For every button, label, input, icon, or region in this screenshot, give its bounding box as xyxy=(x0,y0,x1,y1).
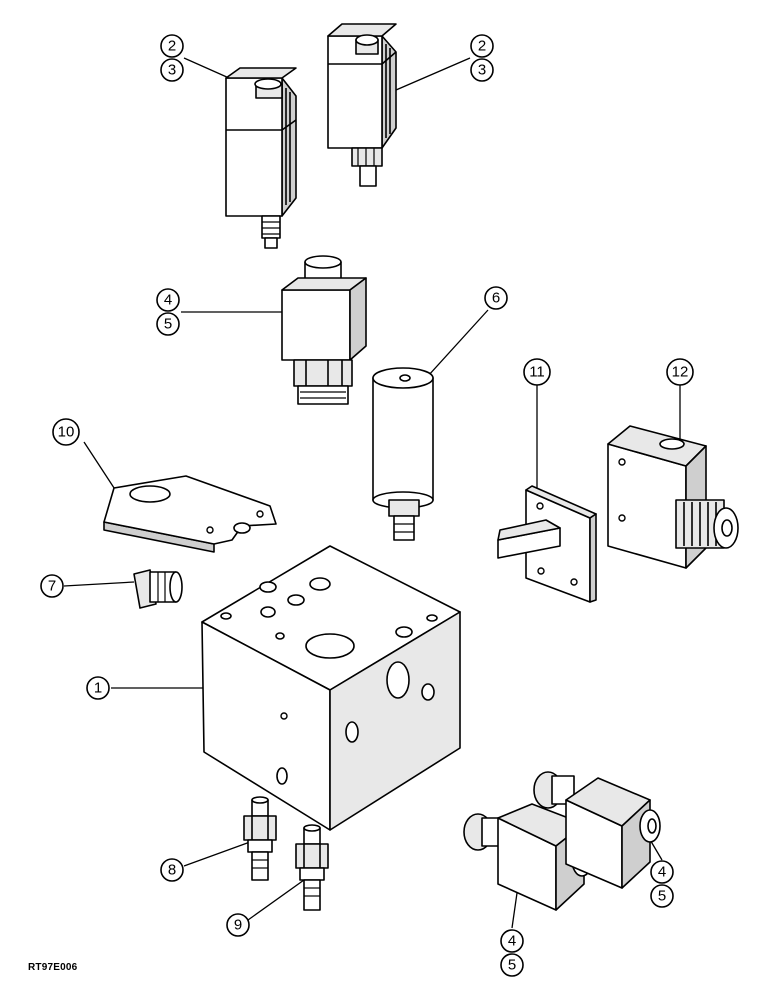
part-fitting-7 xyxy=(133,569,183,609)
svg-text:6: 6 xyxy=(492,290,500,307)
callout-8: 8 xyxy=(160,858,184,882)
callouts: 2 3 2 3 4 5 6 11 12 10 7 1 8 9 4 5 4 5 xyxy=(40,34,694,977)
svg-text:4: 4 xyxy=(508,933,516,950)
svg-text:9: 9 xyxy=(234,917,242,934)
svg-text:4: 4 xyxy=(164,292,172,309)
svg-text:3: 3 xyxy=(168,62,176,79)
callout-3-right: 3 xyxy=(470,58,494,82)
part-fitting-9 xyxy=(295,824,329,911)
callout-4-lower-left: 4 xyxy=(500,929,524,953)
svg-text:7: 7 xyxy=(48,578,56,595)
callout-2-left: 2 xyxy=(160,34,184,58)
svg-text:12: 12 xyxy=(672,364,689,381)
svg-text:10: 10 xyxy=(58,424,75,441)
callout-4-lower-right: 4 xyxy=(650,860,674,884)
callout-10: 10 xyxy=(52,418,80,446)
callout-9: 9 xyxy=(226,913,250,937)
part-valve-block-12 xyxy=(607,425,739,569)
part-fitting-8 xyxy=(243,796,277,881)
callout-12: 12 xyxy=(666,358,694,386)
svg-text:11: 11 xyxy=(529,364,545,381)
figure-id-label: RT97E006 xyxy=(28,962,78,973)
callout-6: 6 xyxy=(484,286,508,310)
svg-text:5: 5 xyxy=(658,888,666,905)
part-solenoid-valve-left xyxy=(225,67,297,249)
callout-2-right: 2 xyxy=(470,34,494,58)
svg-text:5: 5 xyxy=(508,957,516,974)
part-solenoid-valve-right xyxy=(327,23,397,187)
callout-5-lower-right: 5 xyxy=(650,884,674,908)
svg-text:1: 1 xyxy=(94,680,102,697)
part-bracket-11 xyxy=(497,485,597,603)
callout-1: 1 xyxy=(86,676,110,700)
svg-text:2: 2 xyxy=(478,38,486,55)
svg-text:8: 8 xyxy=(168,862,176,879)
svg-text:5: 5 xyxy=(164,316,172,333)
svg-text:4: 4 xyxy=(658,864,666,881)
svg-text:3: 3 xyxy=(478,62,486,79)
callout-5-lower-left: 5 xyxy=(500,953,524,977)
part-plate-10 xyxy=(103,475,277,553)
part-cartridge-6 xyxy=(372,367,434,541)
callout-11: 11 xyxy=(523,358,551,386)
callout-3-left: 3 xyxy=(160,58,184,82)
callout-5-upper: 5 xyxy=(156,312,180,336)
part-manifold-block-1 xyxy=(201,545,461,831)
part-solenoid-valve-center xyxy=(281,255,367,405)
part-solenoid-valve-lower-right xyxy=(533,771,661,889)
callout-7: 7 xyxy=(40,574,64,598)
callout-4-upper: 4 xyxy=(156,288,180,312)
svg-text:2: 2 xyxy=(168,38,176,55)
